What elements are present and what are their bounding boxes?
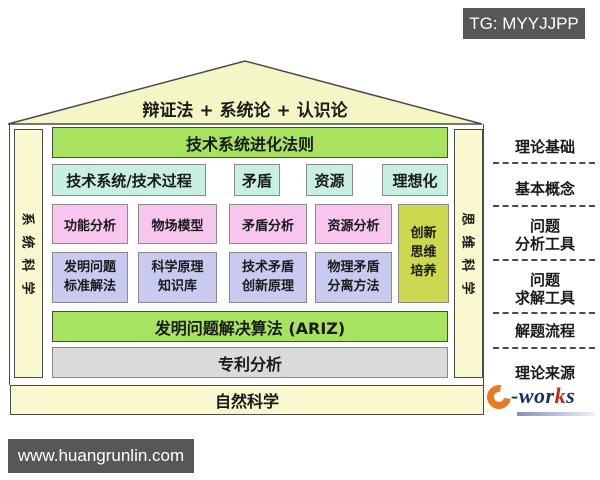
standard-solutions-box: 发明问题 标准解法 <box>52 252 128 303</box>
ariz-bar: 发明问题解决算法 (ARIZ) <box>52 311 448 342</box>
right-frame-line <box>483 124 484 385</box>
dashed-separator <box>493 312 595 314</box>
knowledge-base-box: 科学原理 知识库 <box>138 252 217 303</box>
eworks-logo-text-suffix: s <box>566 383 576 408</box>
roof-triangle <box>7 60 483 125</box>
natural-science-bar: 自然科学 <box>10 385 484 415</box>
eworks-logo-text-prefix: -wor <box>511 383 555 408</box>
su-field-model-box: 物场模型 <box>138 204 217 244</box>
site-url-badge: www.huangrunlin.com <box>8 439 194 473</box>
tg-watermark-badge: TG: MYYJJPP <box>463 8 585 39</box>
eworks-logo-text-k: k <box>554 383 567 408</box>
side-label-theory-basis: 理论基础 <box>514 138 575 156</box>
eworks-logo-underline <box>517 412 595 416</box>
function-analysis-box: 功能分析 <box>52 204 128 244</box>
right-wall-label: 思维科学 <box>459 212 475 305</box>
side-label-theory-source: 理论来源 <box>514 364 575 382</box>
left-frame-line <box>9 124 10 385</box>
right-wall: 思维科学 <box>454 129 483 378</box>
dashed-separator <box>493 259 595 261</box>
patent-analysis-bar: 专利分析 <box>52 347 448 378</box>
left-wall-label: 系统科学 <box>19 212 35 305</box>
side-label-solving-tools: 问题 求解工具 <box>514 271 575 307</box>
side-label-solution-process: 解题流程 <box>514 322 575 340</box>
eworks-logo-text: -works <box>511 383 575 409</box>
contradiction-analysis-box: 矛盾分析 <box>229 204 307 244</box>
dashed-separator <box>493 162 595 164</box>
side-label-analysis-tools: 问题 分析工具 <box>514 217 575 253</box>
side-label-basic-concepts: 基本概念 <box>514 180 575 198</box>
ideality-box: 理想化 <box>382 164 448 196</box>
innovative-thinking-box: 创新 思维 培养 <box>398 204 449 303</box>
resource-box: 资源 <box>306 164 353 196</box>
roof-label: 辩证法 + 系统论 + 认识论 <box>142 101 348 121</box>
resource-analysis-box: 资源分析 <box>315 204 392 244</box>
tech-system-process-box: 技术系统/技术过程 <box>52 164 206 196</box>
dashed-separator <box>493 205 595 207</box>
left-wall: 系统科学 <box>14 129 43 378</box>
separation-methods-box: 物理矛盾 分离方法 <box>315 252 392 303</box>
dashed-separator <box>493 347 595 349</box>
evolution-laws-bar: 技术系统进化法则 <box>52 127 448 158</box>
contradiction-box: 矛盾 <box>234 164 280 196</box>
inventive-principles-box: 技术矛盾 创新原理 <box>229 252 307 303</box>
